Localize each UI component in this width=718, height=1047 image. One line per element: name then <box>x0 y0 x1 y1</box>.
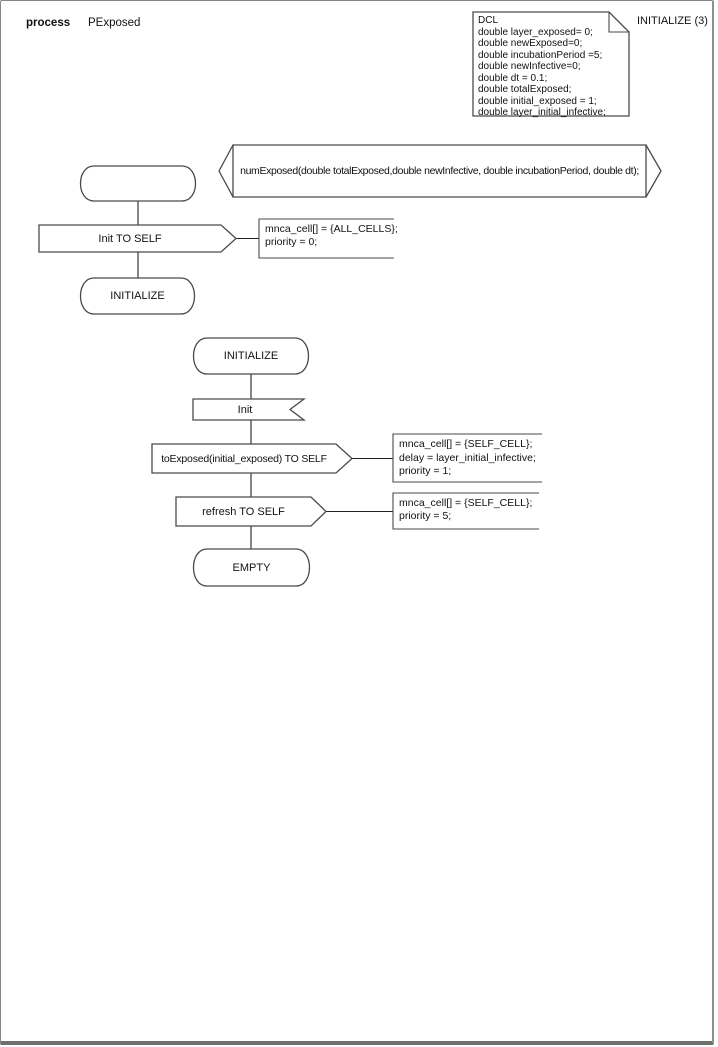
comment-toexposed-text: mnca_cell[] = {SELF_CELL}; delay = layer… <box>399 438 536 479</box>
procedure-signature-text: numExposed(double totalExposed,double ne… <box>240 165 639 177</box>
state-empty-shape[interactable] <box>193 548 310 587</box>
dcl-line: double dt = 0.1; <box>478 72 548 84</box>
state-initialize-label-2: INITIALIZE <box>223 350 279 362</box>
output-init-to-self-label: Init TO SELF <box>98 232 162 245</box>
comment-toexposed-bracket[interactable] <box>392 433 542 483</box>
output-toexposed-shape[interactable] <box>151 443 353 474</box>
dcl-line: double initial_exposed = 1; <box>478 95 597 107</box>
comment-init-text: mnca_cell[] = {ALL_CELLS}; priority = 0; <box>265 223 398 249</box>
comment-line: priority = 0; <box>265 236 318 248</box>
comment-refresh-text: mnca_cell[] = {SELF_CELL}; priority = 5; <box>399 497 532 523</box>
page-label: INITIALIZE (3) <box>637 15 708 27</box>
comment-line: priority = 5; <box>399 510 452 522</box>
state-initialize-shape-2[interactable] <box>193 337 309 375</box>
dcl-line: double newExposed=0; <box>478 38 583 49</box>
comment-line: delay = layer_initial_infective; <box>399 451 536 464</box>
process-keyword-label: process <box>26 17 71 29</box>
connector-lines <box>137 201 393 549</box>
state-initialize-shape-1[interactable] <box>80 277 195 315</box>
procedure-signature-right-point <box>645 144 662 198</box>
output-init-to-self-shape[interactable] <box>38 224 237 253</box>
state-initialize-label-1: INITIALIZE <box>110 290 165 302</box>
state-empty-label: EMPTY <box>232 561 271 574</box>
output-toexposed-label: toExposed(initial_exposed) TO SELF <box>161 452 327 465</box>
procedure-signature-left-point <box>218 144 234 198</box>
comment-line: mnca_cell[] = {SELF_CELL}; <box>399 497 533 509</box>
dcl-line: double layer_exposed= 0; <box>478 26 593 38</box>
output-refresh-shape[interactable] <box>175 496 327 527</box>
dcl-line: double totalExposed; <box>478 84 572 95</box>
comment-line: mnca_cell[] = {ALL_CELLS}; <box>265 223 398 235</box>
start-state-shape[interactable] <box>80 165 196 202</box>
dcl-fold-corner <box>608 12 629 33</box>
comment-line: mnca_cell[] = {SELF_CELL}; <box>399 438 533 450</box>
dcl-line: double layer_initial_infective; <box>478 107 606 118</box>
dcl-text-symbol[interactable] <box>472 11 630 117</box>
comment-refresh-bracket[interactable] <box>392 492 539 530</box>
process-name-label: PExposed <box>88 17 141 29</box>
procedure-signature-symbol[interactable] <box>218 144 662 198</box>
dcl-line: DCL <box>478 15 499 26</box>
dcl-line: double incubationPeriod =5; <box>478 49 603 61</box>
comment-init-bracket[interactable] <box>258 218 394 259</box>
input-init-label: Init <box>237 403 253 416</box>
dcl-declarations-text: DCL double layer_exposed= 0; double newE… <box>478 15 628 119</box>
input-init-shape[interactable] <box>192 398 306 421</box>
comment-line: priority = 1; <box>399 465 452 477</box>
dcl-line: double newInfective=0; <box>478 61 581 72</box>
output-refresh-label: refresh TO SELF <box>202 505 285 518</box>
